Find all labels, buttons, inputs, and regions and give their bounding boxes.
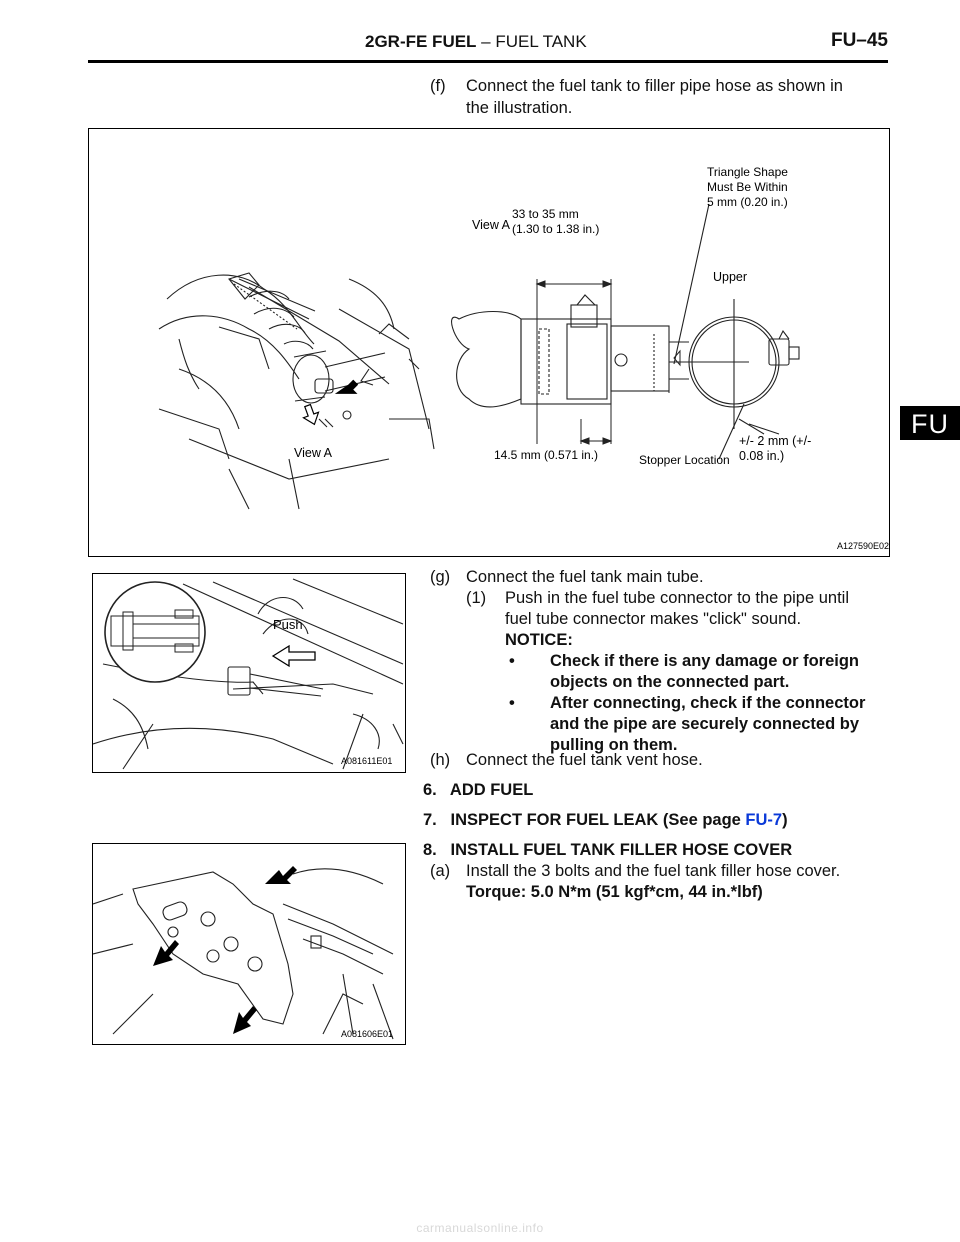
page-header-title: 2GR-FE FUEL – FUEL TANK (365, 32, 587, 52)
bullet-2-marker: • (509, 694, 515, 712)
stopper-location-label: Stopper Location (639, 453, 730, 467)
step-g-label: (g) (430, 568, 451, 586)
hose-connection-illustration: View A View (158, 165, 889, 551)
section-separator: – (476, 32, 496, 51)
engine-label: 2GR-FE FUEL (365, 32, 477, 51)
step-f-text-2: the illustration. (466, 99, 573, 117)
triangle-line2: Must Be Within (707, 180, 788, 194)
figure3-code: A081606E01 (341, 1029, 393, 1039)
page-number: FU–45 (830, 30, 888, 51)
push-label: Push (273, 617, 303, 632)
step-8-heading: 8. INSTALL FUEL TANK FILLER HOSE COVER (423, 841, 793, 859)
view-a-bottom-label: View A (294, 446, 333, 460)
dim1-line2: (1.30 to 1.38 in.) (512, 222, 599, 236)
step-g1-text-2: fuel tube connector makes "click" sound. (505, 610, 802, 628)
section-label: FUEL TANK (495, 32, 587, 51)
figure1-code: A127590E02 (837, 541, 889, 551)
tolerance-line2: 0.08 in.) (739, 449, 784, 463)
fuel-tube-illustration: Push A081611E01 (92, 578, 404, 770)
upper-label: Upper (713, 270, 747, 284)
dim2-label: 14.5 mm (0.571 in.) (494, 448, 598, 462)
step-g1-label: (1) (466, 589, 487, 607)
triangle-line3: 5 mm (0.20 in.) (707, 195, 788, 209)
figure-hose-connection: View A View (88, 128, 890, 557)
torque-spec: Torque: 5.0 N*m (51 kgf*cm, 44 in.*lbf) (466, 883, 763, 901)
step-f-label: (f) (430, 77, 446, 95)
bullet-1-line2: objects on the connected part. (550, 673, 790, 691)
step-7-close: ) (782, 811, 788, 829)
step-7-heading: 7. INSPECT FOR FUEL LEAK (See page FU-7) (423, 810, 788, 831)
triangle-line1: Triangle Shape (707, 165, 788, 179)
view-a-top-label: View A (472, 218, 511, 232)
bullet-2-line2: and the pipe are securely connected by (550, 715, 860, 733)
bullet-2-line1: After connecting, check if the connector (550, 694, 866, 712)
bullet-1-marker: • (509, 652, 515, 670)
step-7-text: 7. INSPECT FOR FUEL LEAK (See page (423, 811, 746, 829)
dim1-line1: 33 to 35 mm (512, 207, 579, 221)
step-g1-text: Push in the fuel tube connector to the p… (505, 589, 849, 607)
figure-filler-hose-cover: A081606E01 (92, 843, 406, 1045)
section-side-tab: FU (900, 406, 960, 440)
step-f-text: Connect the fuel tank to filler pipe hos… (466, 77, 843, 95)
step-8a-label: (a) (430, 862, 451, 880)
step-h-label: (h) (430, 751, 451, 769)
figure-fuel-tube-connector: Push A081611E01 (92, 573, 406, 773)
step-8a-text: Install the 3 bolts and the fuel tank fi… (466, 862, 841, 880)
figure2-code: A081611E01 (341, 756, 392, 766)
bullet-1-line1: Check if there is any damage or foreign (550, 652, 860, 670)
bullet-2-line3: pulling on them. (550, 736, 678, 754)
filler-hose-cover-illustration: A081606E01 (92, 866, 394, 1040)
step-h-text: Connect the fuel tank vent hose. (466, 751, 703, 769)
header-rule (88, 60, 888, 63)
tolerance-line1: +/- 2 mm (+/- (739, 434, 811, 448)
page-link-fu-7[interactable]: FU-7 (745, 811, 783, 829)
step-6-heading: 6. ADD FUEL (423, 781, 534, 799)
step-g-text: Connect the fuel tank main tube. (466, 568, 704, 586)
watermark-footer: carmanualsonline.info (416, 1221, 544, 1235)
notice-heading: NOTICE: (505, 631, 573, 649)
